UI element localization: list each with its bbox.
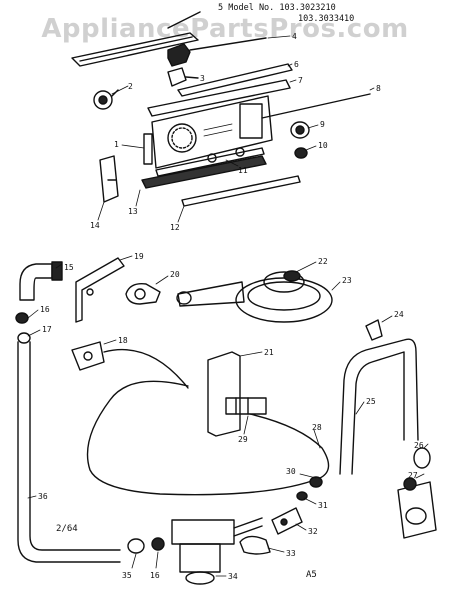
part-8-rod [261, 93, 371, 119]
part-1-strip [143, 133, 153, 165]
part-13-trim [141, 155, 267, 189]
callout-19: 19 [134, 252, 144, 261]
part-27-valve [397, 477, 437, 539]
part-16b-nut [151, 537, 165, 551]
model-number-2: 103.3033410 [298, 14, 355, 24]
callout-17: 17 [42, 325, 52, 334]
callout-28: 28 [312, 423, 322, 432]
model-number-1: 103.3023210 [279, 3, 336, 13]
callout-1: 1 [114, 140, 119, 149]
callout-20: 20 [170, 270, 180, 279]
callout-11: 11 [238, 166, 248, 175]
part-5-bracket [71, 11, 201, 67]
part-16-nut [15, 312, 29, 324]
callout-8: 8 [376, 84, 381, 93]
callout-labels: 1 2 3 4 6 7 8 9 10 11 12 13 14 15 16 17 … [38, 32, 424, 581]
callout-4: 4 [292, 32, 297, 41]
date-code: 2/64 [56, 524, 78, 534]
part-11-tube [155, 147, 265, 177]
callout-27: 27 [408, 471, 418, 480]
callout-24: 24 [394, 310, 404, 319]
model-prefix: 5 Model No. [218, 3, 275, 13]
part-20-shutter [125, 283, 161, 305]
part-33-clip [239, 535, 271, 555]
part-35-nut [127, 538, 145, 554]
callout-12: 12 [170, 223, 180, 232]
callout-16: 16 [40, 305, 50, 314]
callout-7: 7 [298, 76, 303, 85]
callout-33: 33 [286, 549, 296, 558]
part-23-burner [176, 271, 333, 323]
part-4-clip [167, 37, 267, 67]
callout-14: 14 [90, 221, 100, 230]
callout-23: 23 [342, 276, 352, 285]
part-25-tube [339, 338, 419, 475]
part-18-fitting [71, 341, 189, 389]
part-12-rod [181, 175, 301, 207]
callout-21: 21 [264, 348, 274, 357]
callout-13: 13 [128, 207, 138, 216]
part-22-cap [283, 270, 301, 282]
callout-9: 9 [320, 120, 325, 129]
callout-10: 10 [318, 141, 328, 150]
part-32-orifice [271, 507, 303, 535]
callout-15: 15 [64, 263, 74, 272]
control-panel [151, 95, 273, 169]
callout-35: 35 [122, 571, 132, 580]
part-28-thermocouple [86, 380, 330, 496]
part-6-bar [177, 63, 293, 97]
callout-6: 6 [294, 60, 299, 69]
part-14-bracket [99, 155, 119, 203]
callout-26: 26 [414, 441, 424, 450]
callout-16b: 16 [150, 571, 160, 580]
part-7-strip [147, 79, 291, 117]
callout-34: 34 [228, 572, 238, 581]
callout-2: 2 [128, 82, 133, 91]
part-15-elbow [19, 261, 63, 301]
part-30-fitting [309, 476, 323, 488]
part-10-grommet [294, 147, 308, 159]
callout-25: 25 [366, 397, 376, 406]
callout-18: 18 [118, 336, 128, 345]
callout-30: 30 [286, 467, 296, 476]
callout-29: 29 [238, 435, 248, 444]
part-34-valve [171, 517, 263, 585]
callout-32: 32 [308, 527, 318, 536]
callout-22: 22 [318, 257, 328, 266]
part-21-bracket [207, 351, 241, 437]
callout-31: 31 [318, 501, 328, 510]
part-24-clip [365, 319, 383, 341]
leader-lines [27, 35, 429, 577]
model-number-block: 5 Model No. 103.3023210 103.3033410 [218, 3, 354, 25]
part-2-knob [93, 89, 119, 110]
part-26-fitting [413, 447, 431, 469]
part-9-knob [290, 121, 310, 139]
part-36-gas-tube [17, 332, 121, 563]
watermark: AppliancePartsPros.com [41, 14, 409, 44]
callout-36: 36 [38, 492, 48, 501]
page-code: A5 [306, 570, 317, 580]
part-29-pilot [225, 397, 267, 415]
callout-3: 3 [200, 74, 205, 83]
part-19-bracket [75, 257, 125, 323]
part-3-knob-clip [167, 67, 199, 87]
